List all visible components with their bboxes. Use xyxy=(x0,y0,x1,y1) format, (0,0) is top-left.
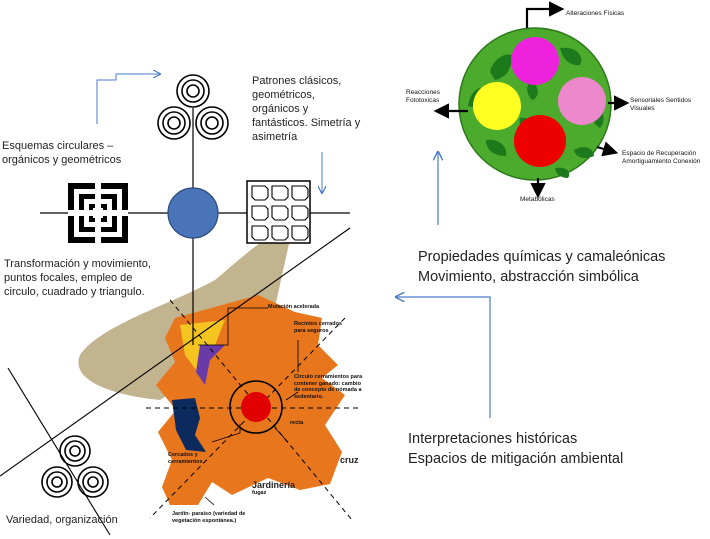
label-recintos: Recintos cerrados para seguros xyxy=(294,321,342,334)
text-propiedades-2: Movimiento, abstracción simbólica xyxy=(418,269,639,285)
label-mutacion: Mutación acelerada xyxy=(268,304,320,310)
label-cercados: Cercados y cerramientos xyxy=(168,452,203,465)
pink-circle xyxy=(558,77,606,125)
text-propiedades-1: Propiedades químicas y camaleónicas xyxy=(418,249,666,265)
text-interpretaciones-2: Espacios de mitigación ambiental xyxy=(408,451,624,467)
tan-blob xyxy=(78,230,292,400)
purple-shape xyxy=(196,345,225,385)
red-circle xyxy=(514,115,566,167)
label-cruz: cruz xyxy=(340,455,359,465)
triskele-top xyxy=(157,74,229,140)
center-red-dot xyxy=(241,392,271,422)
label-jardineria: Jardinería xyxy=(252,480,296,490)
center-blue-circle xyxy=(167,187,219,239)
navy-shape xyxy=(172,398,206,452)
label-alteraciones: Alteraciones Físicas xyxy=(566,10,625,17)
label-fugaz: fugaz xyxy=(252,490,267,496)
center-ring xyxy=(229,380,283,434)
text-variedad: Variedad, organización xyxy=(6,514,118,526)
label-metabolicas: Metabólicas xyxy=(520,196,555,203)
label-circulo: Circulo cerramientos para contener ganad… xyxy=(294,374,363,400)
magenta-circle xyxy=(511,37,559,85)
triskele-bottom xyxy=(41,435,109,498)
label-recta: recta xyxy=(290,420,304,426)
text-interpretaciones-1: Interpretaciones históricas xyxy=(408,431,578,447)
text-transformacion: Transformación y movimiento, puntos foca… xyxy=(4,258,151,298)
label-sensoriales: Sensoriales Sentidos Visuales xyxy=(630,97,692,112)
pattern-square xyxy=(246,180,311,244)
label-jardin-paraiso: Jardín- paraíso (variedad de vegetación … xyxy=(172,511,246,524)
labyrinth-square xyxy=(68,183,128,243)
yellow-circle xyxy=(473,82,521,130)
label-reacciones: Reacciones Fototoxicas xyxy=(406,89,440,104)
text-patrones: Patrones clásicos, geométricos, orgánico… xyxy=(252,75,361,143)
text-esquemas: Esquemas circulares – orgánicos y geomét… xyxy=(2,140,122,166)
label-espacio: Espacio de Recuperación Amortiguamiento … xyxy=(622,150,701,165)
